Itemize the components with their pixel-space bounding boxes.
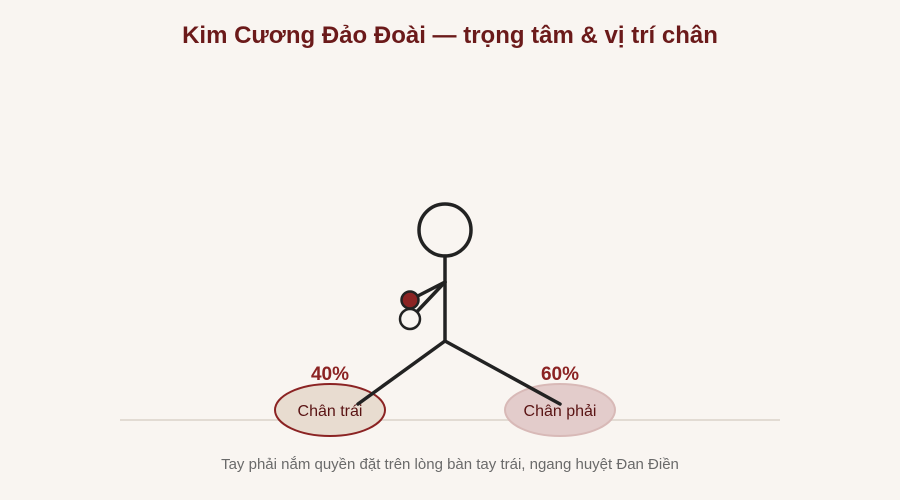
fist-hand <box>400 290 420 310</box>
figure-head <box>417 202 473 258</box>
diagram-title: Kim Cương Đảo Đoài — trọng tâm & vị trí … <box>182 22 718 49</box>
figure-right-leg <box>443 339 562 406</box>
stick-figure <box>356 202 562 406</box>
open-palm-hand <box>398 307 422 331</box>
right-foot-weight: 60% <box>541 364 579 385</box>
diagram-caption: Tay phải nắm quyền đặt trên lòng bàn tay… <box>221 456 679 473</box>
right-foot-marker <box>504 383 616 437</box>
left-foot-marker <box>274 383 386 437</box>
right-foot-label: Chân phải <box>524 403 597 420</box>
left-foot-weight: 40% <box>311 364 349 385</box>
figure-left-leg <box>356 339 447 406</box>
left-foot-label: Chân trái <box>298 403 363 420</box>
